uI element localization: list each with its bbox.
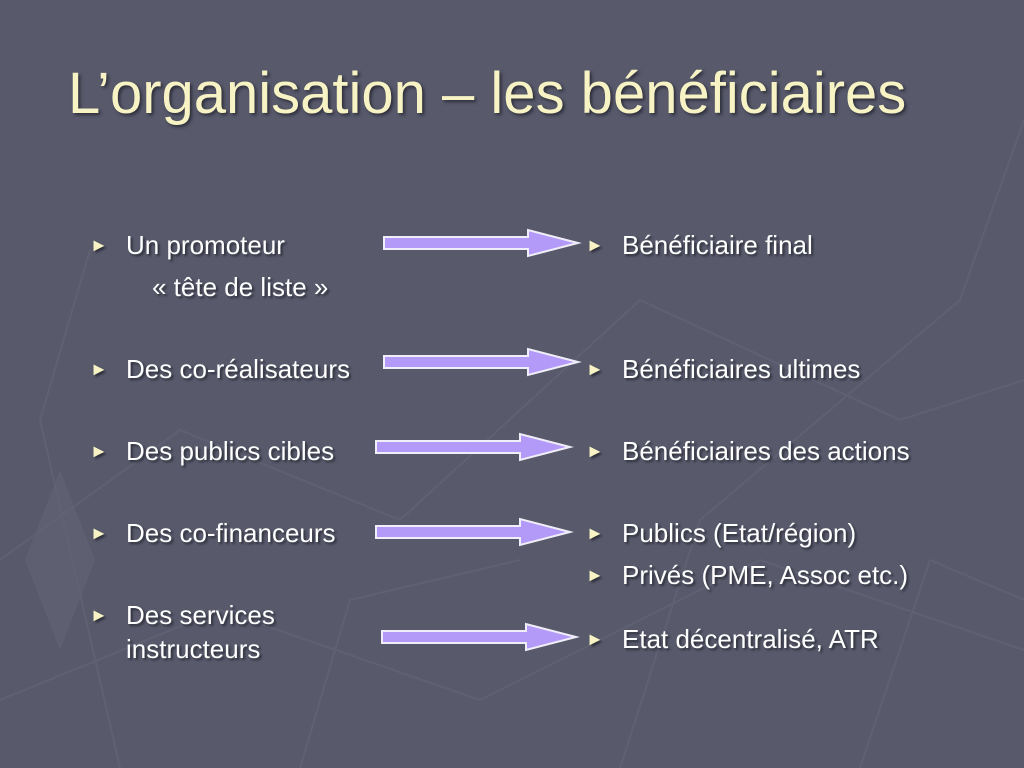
left-item-line: Des services [126, 600, 275, 630]
right-item-publics: ► Publics (Etat/région) [586, 516, 856, 550]
left-item-co-realisateurs: ► Des co-réalisateurs [90, 352, 350, 386]
bullet-arrow-icon: ► [586, 235, 604, 255]
right-arrow-icon [383, 228, 582, 258]
right-item-label: Bénéficiaire final [622, 230, 813, 260]
bullet-arrow-icon: ► [586, 441, 604, 461]
left-item-line: Un promoteur [126, 230, 285, 260]
left-item-subline: « tête de liste » [152, 272, 329, 302]
left-item-line: Des publics cibles [126, 436, 335, 466]
right-item-label: Publics (Etat/région) [622, 518, 857, 548]
right-item-beneficiaires-actions: ► Bénéficiaires des actions [586, 434, 910, 468]
right-item-label: Bénéficiaires ultimes [622, 354, 861, 384]
left-item-line: Des co-réalisateurs [126, 354, 350, 384]
left-item-co-financeurs: ► Des co-financeurs [90, 516, 336, 550]
right-item-prives: ► Privés (PME, Assoc etc.) [586, 558, 908, 592]
right-arrow-icon [383, 347, 582, 377]
right-item-label: Etat décentralisé, ATR [622, 624, 879, 654]
right-item-label: Bénéficiaires des actions [622, 436, 910, 466]
bullet-arrow-icon: ► [586, 359, 604, 379]
left-item-line: Des co-financeurs [126, 518, 336, 548]
left-item-services-instructeurs: ► Des services instructeurs [90, 598, 275, 666]
bullet-arrow-icon: ► [586, 565, 604, 585]
bullet-arrow-icon: ► [586, 629, 604, 649]
bullet-arrow-icon: ► [90, 441, 108, 461]
bullet-arrow-icon: ► [586, 523, 604, 543]
right-arrow-icon [381, 622, 580, 652]
right-item-etat-decentralise: ► Etat décentralisé, ATR [586, 622, 879, 656]
left-item-publics-cibles: ► Des publics cibles [90, 434, 334, 468]
bullet-arrow-icon: ► [90, 605, 108, 625]
left-item-promoteur: ► Un promoteur « tête de liste » [90, 228, 328, 304]
slide-title: L’organisation – les bénéficiaires [68, 61, 907, 126]
right-item-label: Privés (PME, Assoc etc.) [622, 560, 909, 590]
right-item-beneficiaire-final: ► Bénéficiaire final [586, 228, 813, 262]
bullet-arrow-icon: ► [90, 359, 108, 379]
left-item-line: instructeurs [126, 634, 261, 664]
right-item-beneficiaires-ultimes: ► Bénéficiaires ultimes [586, 352, 860, 386]
right-arrow-icon [375, 517, 574, 547]
right-arrow-icon [375, 432, 574, 462]
bullet-arrow-icon: ► [90, 523, 108, 543]
bullet-arrow-icon: ► [90, 235, 108, 255]
